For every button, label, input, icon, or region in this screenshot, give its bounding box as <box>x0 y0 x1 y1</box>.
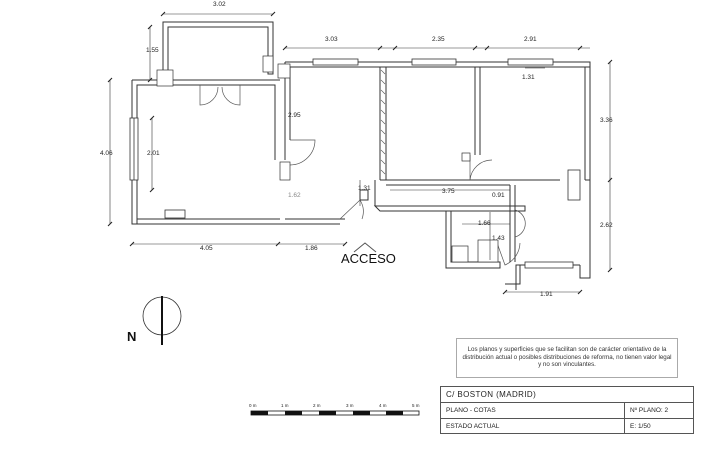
access-label: ACCESO <box>341 251 396 266</box>
north-label: N <box>127 329 136 344</box>
windows <box>129 58 581 269</box>
dim-bottom-2: 1.86 <box>305 245 318 252</box>
dim-top-4: 2.91 <box>524 36 537 43</box>
dimension-lines <box>109 13 611 293</box>
dim-interior-7: 1.66 <box>478 220 491 227</box>
dim-bottom-1: 4.05 <box>200 245 213 252</box>
hatched-wall <box>380 69 386 175</box>
north-compass-icon <box>142 296 182 345</box>
dim-interior-8: 1.43 <box>492 235 505 242</box>
plan-type: PLANO - COTAS <box>446 407 496 414</box>
title-block-row-state: ESTADO ACTUAL E: 1/50 <box>441 419 693 434</box>
plan-scale: E: 1/50 <box>624 419 694 434</box>
scale-tick-3: 3 m <box>346 403 354 408</box>
dim-top-3: 2.35 <box>432 36 445 43</box>
dim-right-1: 3.36 <box>600 117 613 124</box>
scale-tick-0: 0 m <box>249 403 257 408</box>
dim-interior-6: 1.31 <box>522 74 535 81</box>
dim-left-1: 1.55 <box>146 47 159 54</box>
dimension-ticks <box>107 11 613 295</box>
door-swings <box>199 85 526 266</box>
scale-tick-5: 5 m <box>412 403 420 408</box>
dim-top-2: 3.03 <box>325 36 338 43</box>
address-title: C/ BOSTON (MADRID) <box>446 390 537 399</box>
scale-tick-1: 1 m <box>281 403 289 408</box>
disclaimer-text: Los planos y superficies que se facilita… <box>462 346 672 369</box>
title-block-row-plan: PLANO - COTAS Nº PLANO: 2 <box>441 403 693 419</box>
dimension-labels: 3.02 3.03 2.35 2.91 1.55 4.06 2.01 4.05 … <box>100 1 613 298</box>
scale-tick-2: 2 m <box>313 403 321 408</box>
dim-interior-5: 0.91 <box>492 192 505 199</box>
plan-state: ESTADO ACTUAL <box>446 423 500 430</box>
fixtures <box>156 55 499 263</box>
dim-right-2: 2.62 <box>600 222 613 229</box>
dim-top-1: 3.02 <box>213 1 226 8</box>
disclaimer-box: Los planos y superficies que se facilita… <box>456 338 678 378</box>
title-block-row-address: C/ BOSTON (MADRID) <box>441 387 693 403</box>
dim-interior-4: 3.75 <box>442 188 455 195</box>
dim-bottom-3: 1.91 <box>540 291 553 298</box>
dim-left-2: 4.06 <box>100 150 113 157</box>
plan-number: Nº PLANO: 2 <box>624 403 694 418</box>
access-arrow-icon <box>353 242 377 253</box>
dim-interior-3: 1.31 <box>358 185 371 192</box>
scale-tick-4: 4 m <box>379 403 387 408</box>
dim-left-3: 2.01 <box>147 150 160 157</box>
dim-interior-2: 1.62 <box>288 192 301 199</box>
dim-interior-1: 2.95 <box>288 112 301 119</box>
scale-bar: 0 m 1 m 2 m 3 m 4 m 5 m <box>249 403 420 416</box>
title-block: C/ BOSTON (MADRID) PLANO - COTAS Nº PLAN… <box>440 386 694 434</box>
